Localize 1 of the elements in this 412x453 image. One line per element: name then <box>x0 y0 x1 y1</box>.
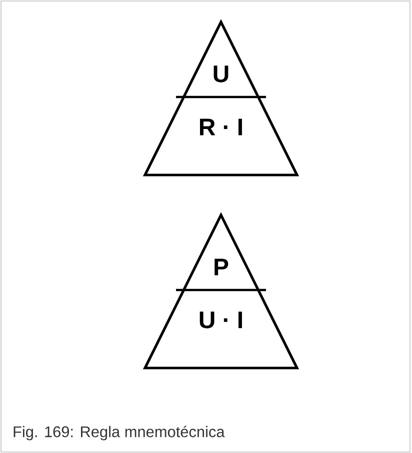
caption: Fig. 169: Regla mnemotécnica <box>14 426 225 440</box>
